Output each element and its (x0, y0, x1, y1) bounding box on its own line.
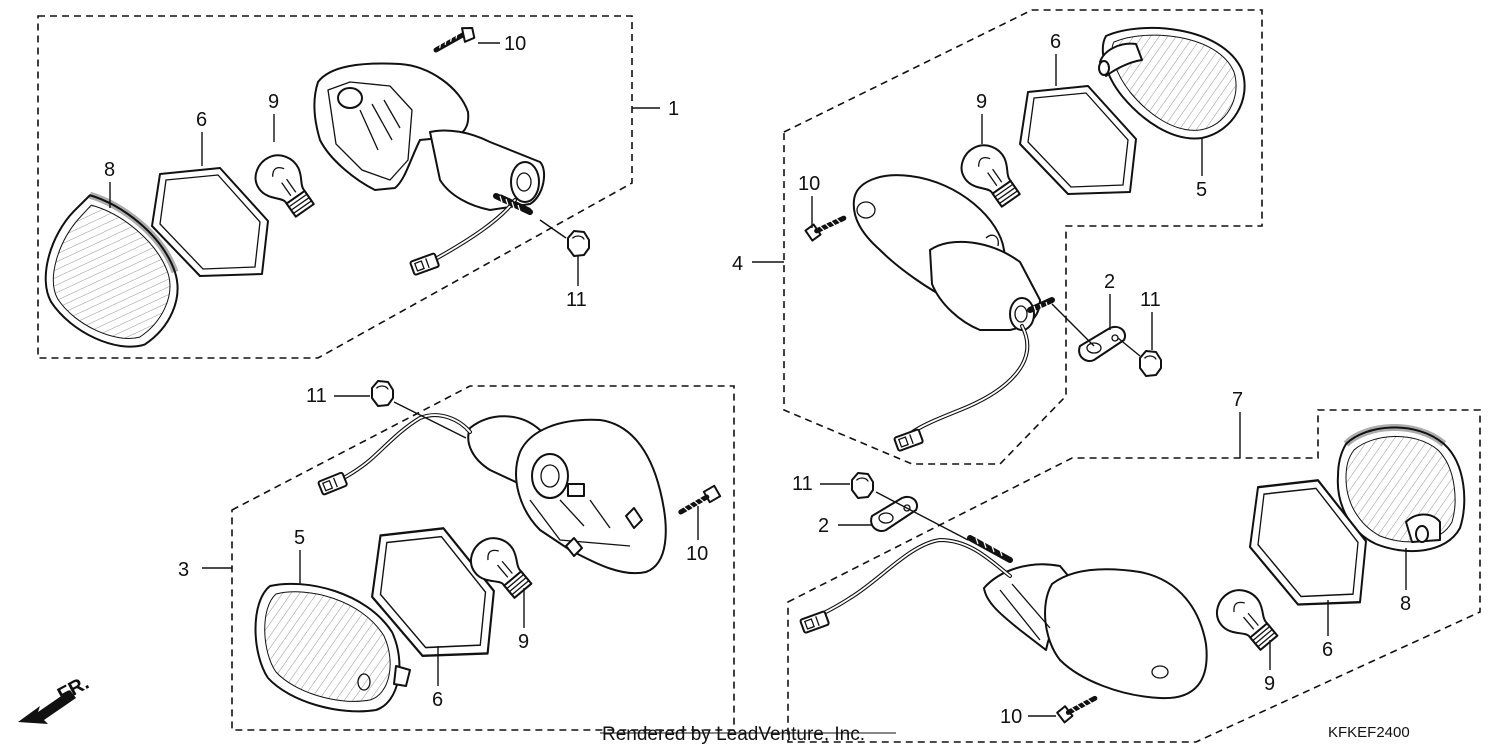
lens-part-5-b (1098, 26, 1246, 140)
callout-8: 8 (104, 159, 115, 181)
callout-1: 1 (668, 98, 679, 120)
plate-part-2-b (1078, 325, 1127, 363)
callout-9: 9 (1264, 673, 1275, 695)
callout-2: 2 (818, 515, 829, 537)
housing-part-d (983, 563, 1208, 700)
screw-part-10-d (1056, 695, 1098, 724)
callout-10: 10 (504, 33, 526, 55)
nut-part-11-a (567, 230, 590, 257)
callout-10: 10 (1000, 706, 1022, 728)
callout-5: 5 (1196, 179, 1207, 201)
group-rear-left-turn-signal: 3 5 6 9 10 11 (178, 380, 735, 731)
front-direction-arrow: FR. (18, 672, 93, 724)
nut-part-11-d (851, 472, 874, 499)
callout-10: 10 (798, 173, 820, 195)
housing-part-a (313, 62, 546, 212)
watermark-text: Rendered by LeadVenture, Inc. (602, 724, 865, 745)
callout-11: 11 (792, 473, 813, 495)
group-front-left-turn-signal: 1 6 8 9 10 11 (37, 15, 679, 359)
callout-2: 2 (1104, 271, 1115, 293)
screw-part-10-b (804, 215, 847, 242)
housing-part-b (852, 174, 1041, 331)
callout-5: 5 (294, 527, 305, 549)
callout-6: 6 (432, 689, 443, 711)
housing-part-c (467, 415, 667, 575)
diagram-code: KFKEF2400 (1328, 724, 1410, 741)
callout-9: 9 (976, 91, 987, 113)
group-front-right-turn-signal: 4 5 6 9 10 2 11 (732, 9, 1263, 465)
lens-part-5-c (254, 582, 411, 713)
nut-part-11-c (371, 380, 394, 407)
callout-4: 4 (732, 253, 743, 275)
callout-6: 6 (1050, 31, 1061, 53)
group-rear-right-turn-signal: 7 11 2 6 8 9 10 (787, 389, 1481, 743)
bulb-part-9-d (1207, 580, 1285, 660)
callout-9: 9 (518, 631, 529, 653)
lens-part-8-a (44, 191, 179, 348)
callout-11: 11 (566, 289, 587, 311)
callout-10: 10 (686, 543, 708, 565)
nut-part-11-b (1139, 350, 1162, 377)
callout-8: 8 (1400, 593, 1411, 615)
callout-11: 11 (306, 385, 327, 407)
callout-9: 9 (268, 91, 279, 113)
callout-7: 7 (1232, 389, 1243, 411)
callout-6: 6 (1322, 639, 1333, 661)
lens-part-8-d (1336, 424, 1466, 553)
callout-11: 11 (1140, 289, 1161, 311)
screw-part-10-c (678, 484, 722, 515)
screw-part-10-a (433, 26, 476, 53)
gasket-part-6-b (1019, 85, 1137, 195)
callout-3: 3 (178, 559, 189, 581)
callout-6: 6 (196, 109, 207, 131)
